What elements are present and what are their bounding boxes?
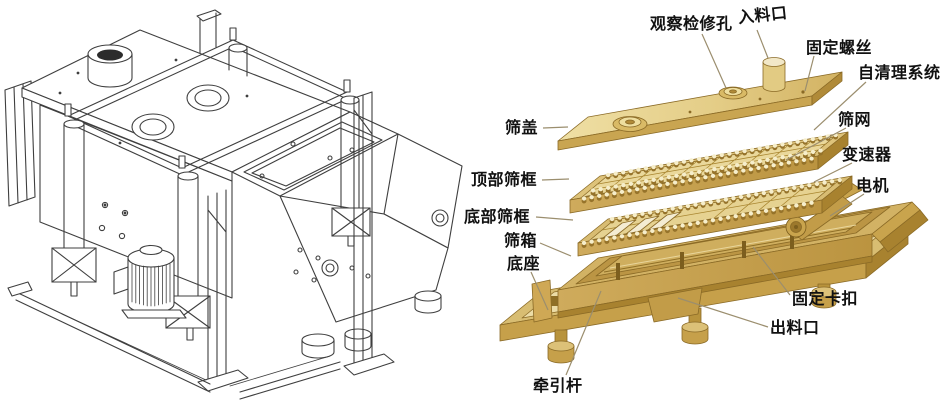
exploded-view [499,29,929,376]
label-outlet: 出料口 [770,318,820,337]
label-fixing-clamp: 固定卡扣 [792,289,859,308]
base-left-bracket [531,279,553,323]
leader-inlet [756,29,769,59]
exploded-bottom-frame [577,175,853,257]
eye-bolt-rings [321,209,449,277]
cover-fixing-screw-dot [801,90,805,94]
top-frame-cleaning-balls [581,132,839,204]
leader-screen-box [539,242,572,257]
leader-motor [829,193,865,217]
machine-screen-box [231,111,463,359]
leader-lines [530,29,867,376]
label-screen-cover: 筛盖 [505,118,539,137]
cover-inspection-dome-right [718,86,748,100]
label-motor: 电机 [856,176,890,195]
machine-inlet-cylinder [87,44,133,88]
box-motor-pulley [785,216,807,238]
label-screen-box: 筛箱 [504,231,538,250]
frame-columns [196,9,395,392]
left-side-panel [4,80,36,207]
label-gearbox: 变速器 [842,145,892,164]
leader-traction-rod [565,290,602,376]
leader-fixing-screw [804,55,815,92]
cover-inlet-port [762,57,786,92]
exploded-top-frame [569,131,849,214]
leader-screen-cover [542,126,569,129]
label-inspection-hole: 观察检修孔 [650,14,733,33]
leader-top-frame [541,178,570,181]
machine-motor [113,244,187,319]
leader-outlet [677,297,769,328]
leader-fixing-clamp [752,246,791,296]
machine-feet [301,290,442,359]
label-screen-mesh: 筛网 [838,110,872,129]
box-fixing-clamps [616,232,794,280]
box-outlet-spout [647,287,703,323]
suspension-jacks [51,27,371,341]
leader-screen-mesh [785,127,847,161]
base-feet [547,283,837,364]
bottom-rails [7,281,341,400]
exploded-screen-box [557,177,929,323]
leader-gearbox [813,162,853,183]
leader-bottom-frame [535,216,574,221]
leader-inspection-hole [701,33,727,89]
label-base: 底座 [507,254,541,273]
assembled-machine-line-art [4,9,463,400]
bottom-frame-cleaning-balls [581,177,843,248]
leader-self-cleaning [813,81,867,131]
label-bottom-screen-frame: 底部筛框 [464,207,531,226]
suspension-frame-beams [67,39,348,176]
exploded-cover [557,57,843,151]
label-traction-rod: 牵引杆 [533,376,583,395]
label-self-cleaning: 自清理系统 [858,63,941,82]
machine-inspection-ports [131,84,230,141]
label-fixing-screw: 固定螺丝 [806,38,873,57]
cover-inspection-dome-left [612,116,648,132]
label-top-screen-frame: 顶部筛框 [471,170,538,189]
leader-base [530,271,549,311]
